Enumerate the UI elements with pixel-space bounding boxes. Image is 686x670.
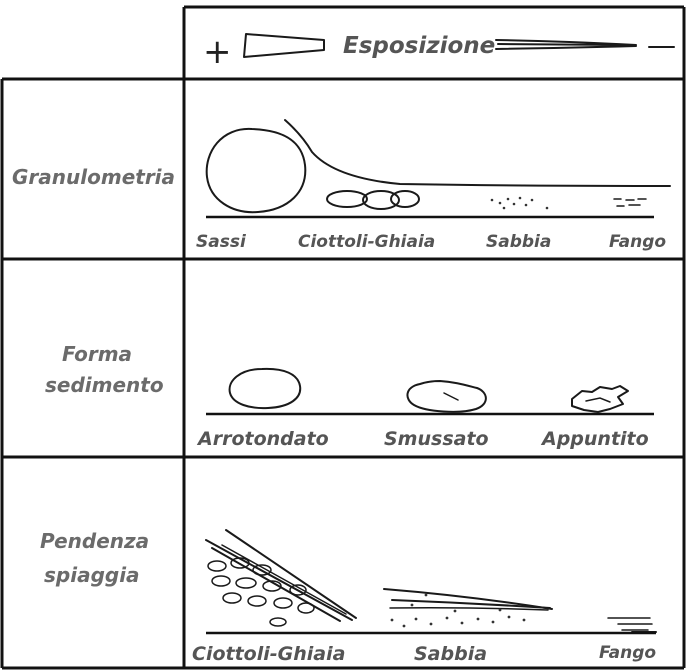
row-label-forma: Forma xyxy=(62,342,132,366)
boulder-shape xyxy=(207,129,306,212)
row-label-pendenza: Pendenza xyxy=(40,529,149,553)
sand-grains xyxy=(491,197,549,210)
angular-grain-shape xyxy=(572,386,628,412)
item-label-appuntito: Appuntito xyxy=(540,428,649,450)
row-label-granulometria: Granulometria xyxy=(12,165,175,189)
exposure-wedge-left xyxy=(244,34,324,57)
exposure-label: Esposizione xyxy=(343,33,495,59)
pebble-shape xyxy=(391,191,419,207)
item-label-ciottoli-ghiaia: Ciottoli-Ghiaia xyxy=(298,232,435,252)
row-pendenza-spiaggia: Pendenza spiaggia xyxy=(40,529,656,665)
mud-beach-flat xyxy=(608,618,656,632)
gravel-pebbles xyxy=(208,558,314,626)
row-label-spiaggia: spiaggia xyxy=(44,563,140,587)
item-label-fango: Fango xyxy=(609,232,666,252)
exposure-wedge-right xyxy=(496,40,636,49)
pebble-shape xyxy=(327,191,367,207)
row-granulometria: Granulometria Sa xyxy=(12,120,670,252)
sand-beach-slope xyxy=(384,589,552,627)
angular-grain-detail xyxy=(586,398,610,402)
row-forma-sedimento: Forma sedimento Arrotondato Smussato App… xyxy=(45,342,654,450)
exposure-header: + Esposizione xyxy=(203,32,674,72)
smoothed-grain-shape xyxy=(407,381,485,412)
item-label-sabbia: Sabbia xyxy=(486,232,551,252)
item-label-ciottoli-ghiaia-slope: Ciottoli-Ghiaia xyxy=(192,643,345,665)
plus-sign: + xyxy=(203,32,232,72)
item-label-smussato: Smussato xyxy=(384,428,489,450)
row-label-sedimento: sedimento xyxy=(45,373,164,397)
item-label-sabbia-slope: Sabbia xyxy=(414,643,487,665)
rounded-grain-shape xyxy=(230,369,301,408)
mud-particles xyxy=(614,199,646,206)
grain-size-curve xyxy=(285,120,670,186)
item-label-fango-slope: Fango xyxy=(599,643,656,663)
smoothed-grain-detail xyxy=(444,393,458,400)
item-label-sassi: Sassi xyxy=(196,232,247,252)
item-label-arrotondato: Arrotondato xyxy=(196,428,329,450)
